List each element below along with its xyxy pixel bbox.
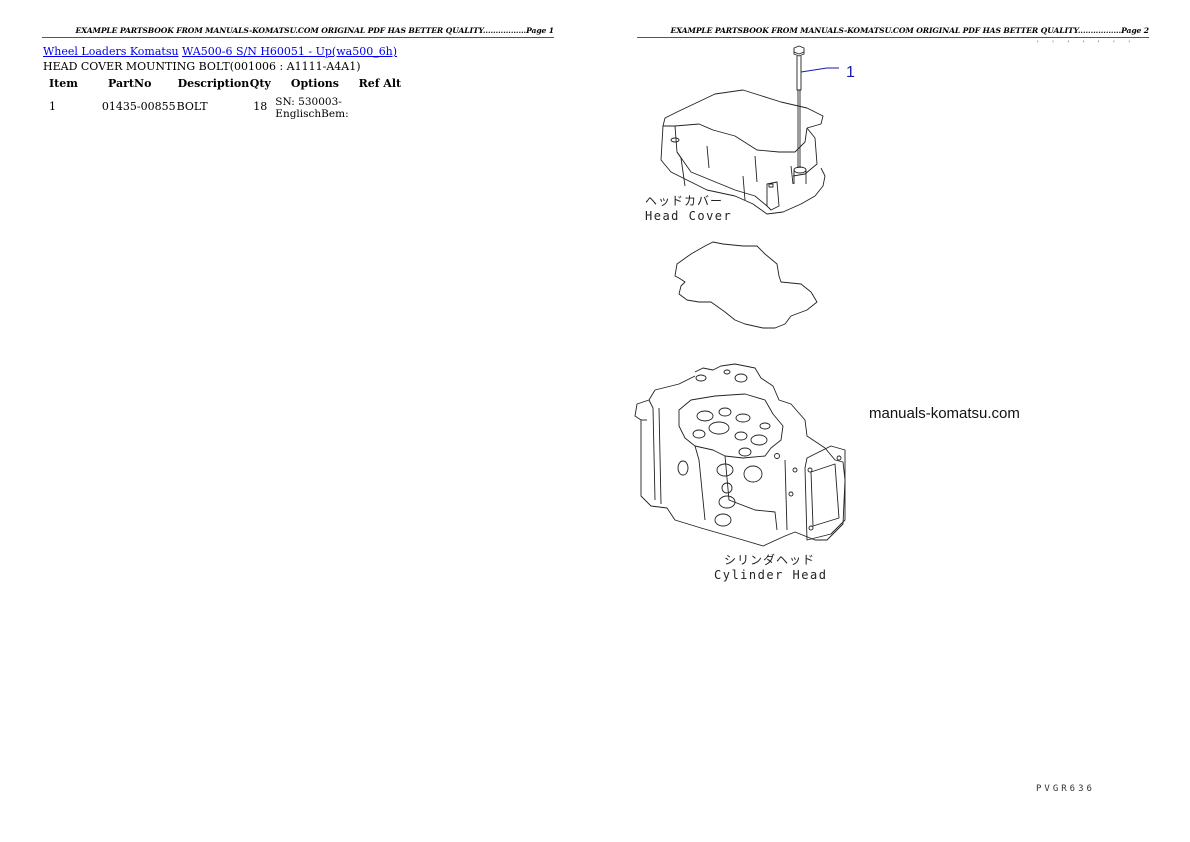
page-banner: EXAMPLE PARTSBOOK FROM MANUALS-KOMATSU.C… [75,26,555,35]
options-line-1: SN: 530003- [275,96,342,108]
gasket-part-icon [674,241,818,329]
breadcrumb-link-model[interactable]: WA500-6 S/N H60051 - Up(wa500_6h) [182,45,398,58]
cell-description: BOLT [176,100,208,113]
parts-drawing-page: EXAMPLE PARTSBOOK FROM MANUALS-KOMATSU.C… [595,0,1190,842]
drawing-top-marks: ' ' ' ' ' ' ' [1036,40,1135,47]
cell-item: 1 [49,100,56,113]
cell-partno: 01435-00855 [101,100,176,113]
head-cover-label-jp: ヘッドカバー [645,194,724,208]
head-cover-label-en: Head Cover [645,209,733,223]
column-header-item: Item [49,77,78,90]
table-header-row: Item PartNo Description Qty Options Ref … [43,76,407,94]
head-cover-part-icon [660,89,826,215]
parts-list-page: EXAMPLE PARTSBOOK FROM MANUALS-KOMATSU.C… [42,26,555,122]
cylinder-head-label-jp: シリンダヘッド [724,553,816,567]
column-header-qty: Qty [249,77,271,90]
column-header-description: Description [177,77,250,90]
column-header-partno: PartNo [108,77,152,90]
section-title: HEAD COVER MOUNTING BOLT(001006 : A1111-… [43,60,361,73]
parts-table: Item PartNo Description Qty Options Ref … [43,76,407,122]
cylinder-head-part-icon [634,363,846,547]
breadcrumb: Wheel Loaders Komatsu WA500-6 S/N H60051… [43,45,397,58]
exploded-parts-diagram [634,45,846,547]
options-line-2: EnglischBem: [275,108,349,120]
drawing-code: PVGR636 [1036,784,1095,794]
page-banner: EXAMPLE PARTSBOOK FROM MANUALS-KOMATSU.C… [670,26,1150,35]
cell-options: SN: 530003- EnglischBem: [273,94,352,122]
cell-ref-alt [353,94,408,122]
watermark-text: manuals-komatsu.com [869,405,1020,422]
table-row: 1 01435-00855 BOLT 18 SN: 530003- Englis… [43,94,407,122]
callout-item-1[interactable]: 1 [846,64,855,81]
banner-divider [42,37,554,38]
bolt-part-icon [793,45,839,168]
column-header-ref-alt: Ref Alt [358,77,402,90]
cell-qty: 18 [253,100,268,113]
column-header-options: Options [290,77,339,90]
banner-divider [637,37,1149,38]
breadcrumb-link-wheel-loaders[interactable]: Wheel Loaders Komatsu [43,45,179,58]
cylinder-head-label-en: Cylinder Head [714,568,828,582]
